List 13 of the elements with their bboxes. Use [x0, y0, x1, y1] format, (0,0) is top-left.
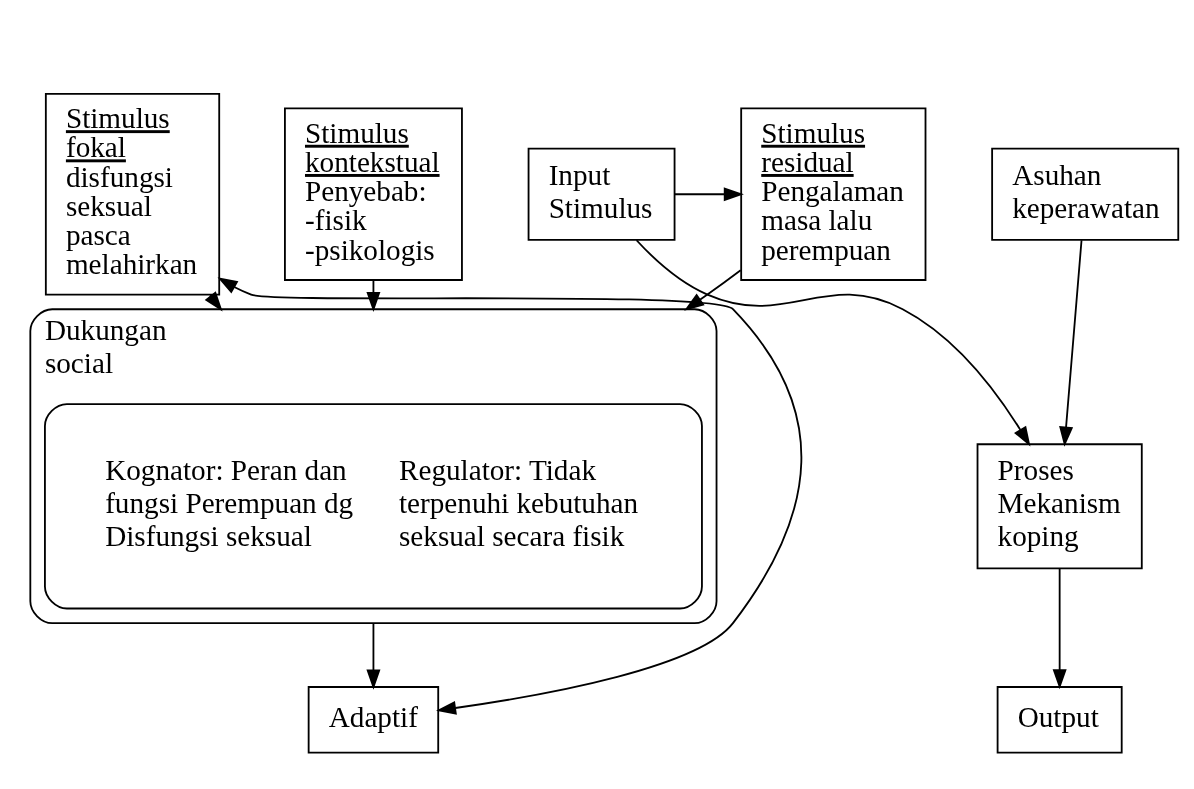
- node-box: Asuhan keperawatan: [991, 147, 1180, 241]
- node-box: Kognator: Peran dan fungsi Perempuan dg Disfungsi seksual Regulator: Tidak terpenuhi kebutuhan seksual secara fisik: [44, 402, 703, 609]
- arrow: [1052, 567, 1067, 689]
- node-box: Adaptif: [307, 685, 440, 754]
- arrow: [635, 238, 1031, 447]
- arrow: [673, 186, 744, 201]
- node-box: Input Stimulus: [527, 147, 676, 241]
- node-box: Stimulus residual Pengalaman masa lalu perempuan: [740, 107, 927, 281]
- arrow: [366, 621, 381, 690]
- node-box: Proses Mekanism koping: [976, 442, 1143, 569]
- node-box: Output: [996, 685, 1123, 754]
- node-box: Stimulus kontekstual Penyebab: -fisik -psikologis: [284, 107, 463, 281]
- arrow: [1059, 238, 1083, 447]
